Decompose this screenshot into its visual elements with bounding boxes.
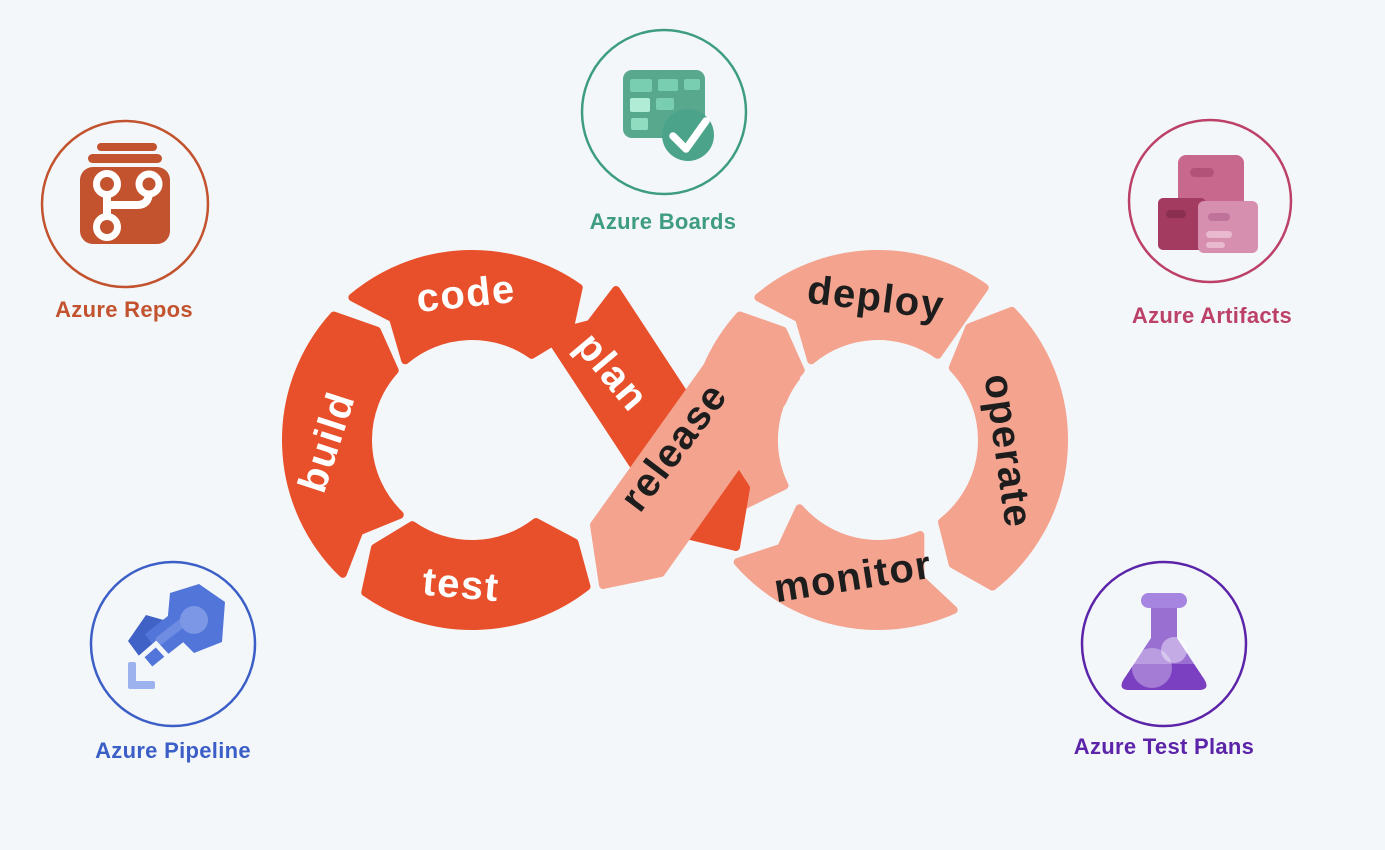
rocket-icon — [128, 584, 225, 689]
pipeline-circle-outline — [89, 560, 257, 728]
git-node-bottom — [93, 213, 121, 241]
service-azure-artifacts: Azure Artifacts — [1127, 118, 1293, 328]
board-tile-mid — [631, 118, 648, 130]
kanban-board-icon — [623, 70, 714, 161]
rocket-window — [180, 606, 208, 634]
tape-left — [1166, 210, 1186, 218]
flask-bubble — [1161, 637, 1187, 663]
service-azure-pipeline: Azure Pipeline — [89, 560, 257, 763]
test-plans-circle-outline — [1080, 560, 1248, 728]
box-label-line — [1206, 231, 1232, 238]
board-tile — [684, 79, 700, 90]
loop-label-test: test — [421, 560, 502, 611]
loop-band-release — [590, 329, 801, 589]
loop-segment-monitor — [733, 504, 958, 630]
flask-icon — [1121, 593, 1207, 690]
tape-right — [1208, 213, 1230, 221]
repos-lid — [88, 154, 162, 163]
boards-circle-outline — [580, 28, 748, 196]
loop-segment-test — [361, 518, 591, 631]
rocket-nozzle — [137, 640, 172, 674]
flask-liquid — [1121, 664, 1207, 690]
board-tile — [630, 79, 652, 92]
infinity-loop — [282, 249, 1068, 631]
tape-top — [1190, 168, 1214, 177]
artifacts-label: Azure Artifacts — [1132, 303, 1292, 328]
git-node-top-right — [135, 170, 163, 198]
repos-circle-outline — [40, 119, 210, 289]
test-plans-label: Azure Test Plans — [1074, 734, 1254, 759]
pipeline-label: Azure Pipeline — [95, 738, 251, 763]
git-branch-box-icon — [80, 143, 170, 244]
board-tile-light — [630, 98, 650, 112]
flask-bubble — [1132, 648, 1172, 688]
repos-lid-top — [97, 143, 157, 151]
flask-neck — [1151, 604, 1177, 644]
board-tile — [656, 98, 674, 110]
boards-label: Azure Boards — [590, 209, 737, 234]
board-tile — [658, 79, 678, 91]
git-node-top-left — [93, 170, 121, 198]
loop-label-code: code — [414, 267, 517, 321]
flask-cap — [1141, 593, 1187, 608]
loop-segment-build — [282, 311, 404, 578]
service-azure-test-plans: Azure Test Plans — [1074, 560, 1254, 759]
loop-segment-operate — [938, 306, 1068, 591]
service-azure-repos: Azure Repos — [40, 119, 210, 322]
service-azure-boards: Azure Boards — [580, 28, 748, 234]
artifacts-circle-outline — [1127, 118, 1293, 284]
loop-inner-hole — [373, 341, 571, 539]
loop-segment-code — [348, 249, 583, 365]
loop-inner-hole — [779, 341, 977, 539]
package-boxes-icon — [1158, 155, 1258, 253]
loop-segment-deploy — [754, 249, 989, 365]
box-label-line — [1206, 242, 1225, 248]
repos-label: Azure Repos — [55, 297, 193, 322]
bracket-horizontal — [128, 681, 155, 689]
check-icon — [669, 117, 710, 153]
